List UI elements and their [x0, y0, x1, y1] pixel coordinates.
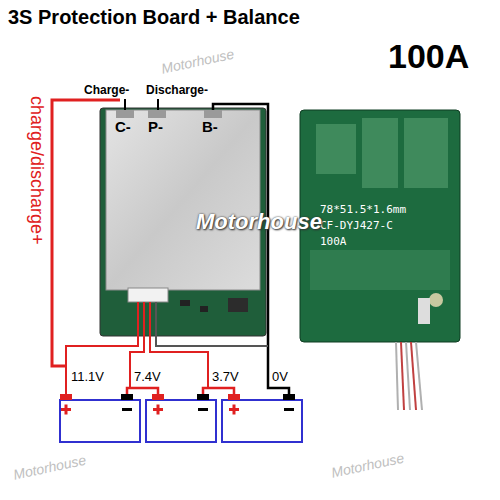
wire-label: charge/discharge+	[26, 96, 46, 245]
voltage-label: 0V	[271, 370, 289, 384]
watermark: Motorhouse	[330, 451, 406, 481]
watermark: Motorhouse	[12, 453, 88, 483]
watermark: Motorhouse	[160, 47, 236, 77]
pcb-dimension: 78*51.5*1.6mm	[320, 204, 406, 216]
pad-label: B-	[202, 119, 218, 136]
current-rating: 100A	[388, 38, 469, 75]
voltage-label: 3.7V	[211, 370, 240, 384]
pad-label: P-	[148, 119, 163, 136]
watermark: Motorhouse	[196, 210, 322, 234]
voltage-label: 7.4V	[133, 370, 162, 384]
pcb-rating: 100A	[320, 236, 347, 248]
terminal-name: Discharge-	[146, 84, 208, 97]
pad-label: C-	[115, 119, 131, 136]
title: 3S Protection Board + Balance	[8, 6, 300, 28]
voltage-label: 11.1V	[70, 370, 105, 384]
pcb-model: CF-DYJ427-C	[320, 220, 393, 232]
terminal-name: Charge-	[84, 84, 129, 97]
